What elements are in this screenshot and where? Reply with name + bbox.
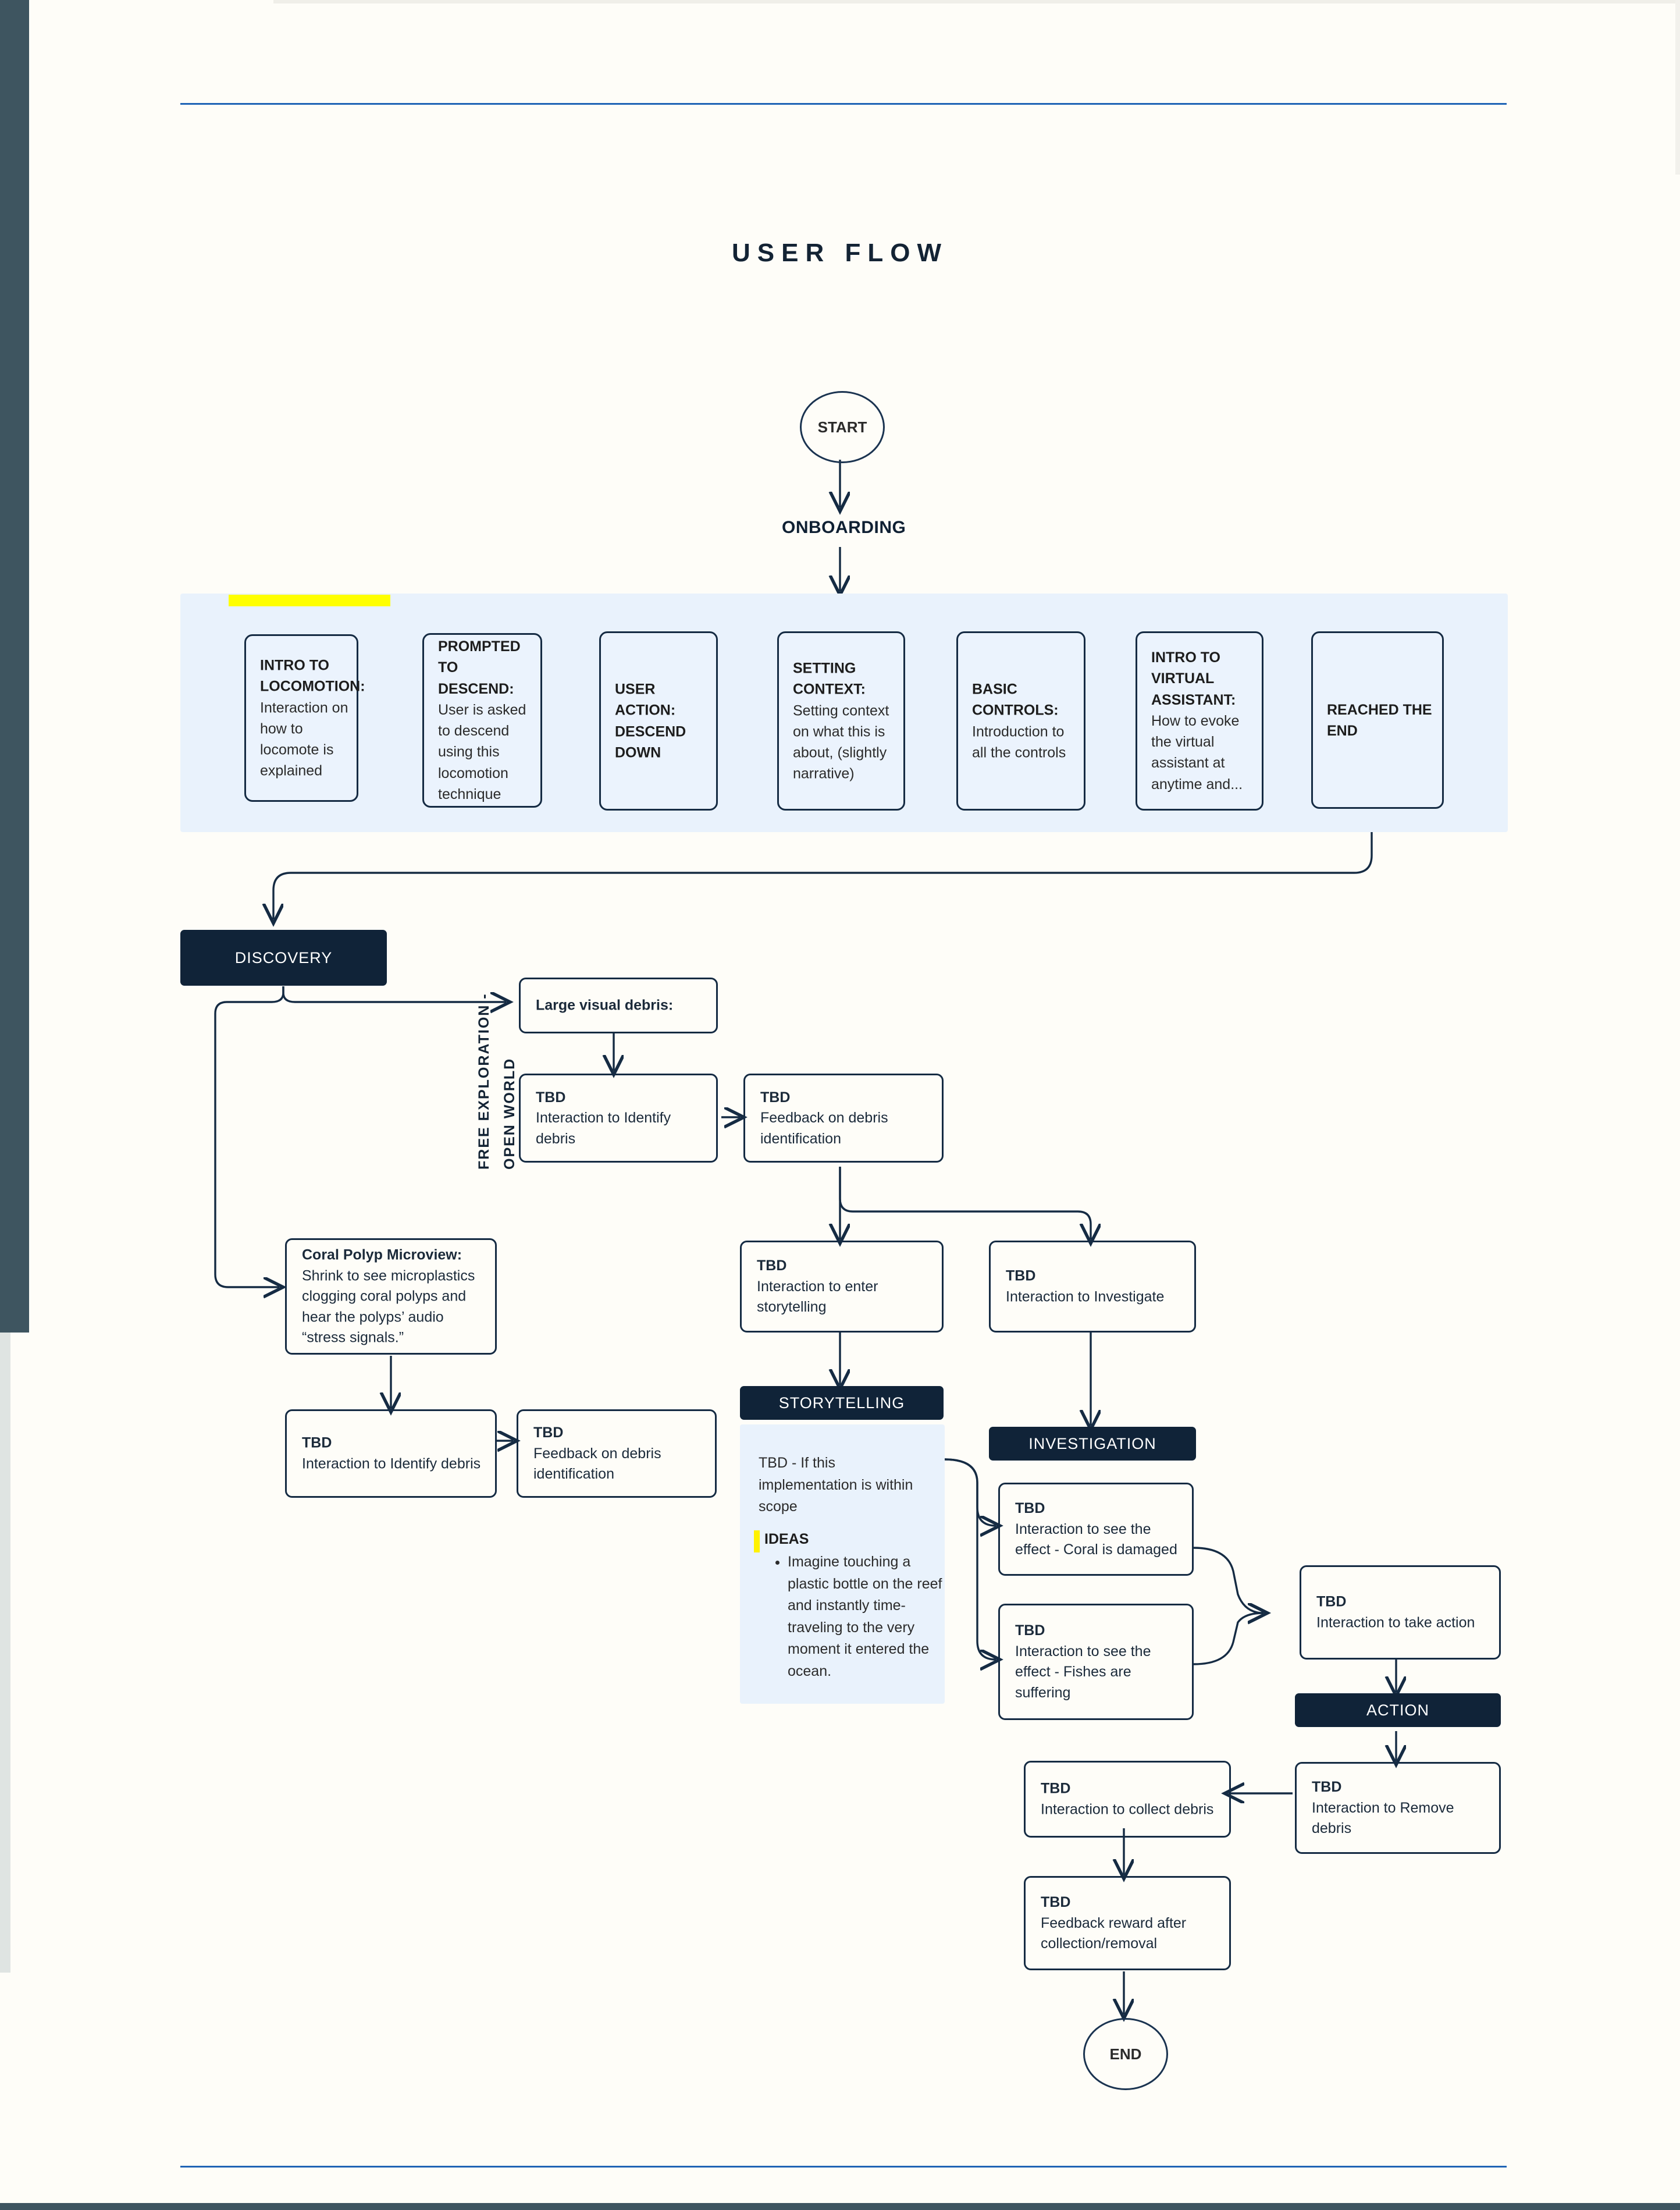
storytelling-panel: TBD - If this implementation is within s…	[740, 1424, 945, 1704]
node-title: TBD	[1006, 1267, 1036, 1284]
onboarding-card-intro-to-virtual-assistant[interactable]: INTRO TO VIRTUAL ASSISTANT: How to evoke…	[1136, 631, 1263, 811]
ideas-heading: IDEAS	[764, 1531, 809, 1547]
node-title: TBD	[1312, 1778, 1342, 1795]
footer-divider-rule	[180, 2166, 1507, 2168]
node-take-action[interactable]: TBD Interaction to take action	[1300, 1565, 1501, 1660]
stage-label-onboarding: ONBOARDING	[782, 518, 906, 537]
ideas-list: Imagine touching a plastic bottle on the…	[767, 1551, 953, 1682]
card-body: How to evoke the virtual assistant at an…	[1151, 712, 1243, 793]
onboarding-card-setting-context[interactable]: SETTING CONTEXT: Setting context on what…	[777, 631, 905, 811]
end-node-label: END	[1109, 2045, 1142, 2063]
node-body: Interaction to see the effect - Coral is…	[1015, 1520, 1177, 1558]
node-body: Feedback on debris identification	[760, 1109, 888, 1147]
node-title: TBD	[536, 1089, 566, 1106]
stage-banner-investigation[interactable]: INVESTIGATION	[989, 1427, 1196, 1461]
node-body: Feedback on debris identification	[533, 1445, 661, 1482]
node-identify-debris-top[interactable]: TBD Interaction to Identify debris	[519, 1074, 718, 1163]
node-body: Feedback reward after collection/removal	[1041, 1914, 1187, 1952]
node-body: Interaction to see the effect - Fishes a…	[1015, 1643, 1151, 1701]
node-title: TBD	[760, 1089, 791, 1106]
node-body: Shrink to see microplastics clogging cor…	[302, 1267, 475, 1346]
stage-banner-discovery[interactable]: DISCOVERY	[180, 930, 387, 986]
card-title: REACHED THE END	[1327, 701, 1432, 739]
page-left-edge-strip	[0, 0, 29, 1333]
end-node[interactable]: END	[1083, 2018, 1168, 2090]
free-exploration-label-line1: FREE EXPLORATION -	[476, 993, 492, 1170]
stage-banner-discovery-label: DISCOVERY	[234, 948, 333, 967]
stage-banner-action-label: ACTION	[1366, 1701, 1429, 1719]
onboarding-card-user-action-descend-down[interactable]: USER ACTION: DESCEND DOWN	[599, 631, 718, 811]
node-remove-debris[interactable]: TBD Interaction to Remove debris	[1295, 1762, 1501, 1854]
node-title: TBD	[757, 1257, 787, 1274]
node-body: Interaction to Investigate	[1006, 1288, 1165, 1305]
card-title: PROMPTED TO DESCEND:	[438, 638, 521, 697]
onboarding-card-prompted-to-descend[interactable]: PROMPTED TO DESCEND: User is asked to de…	[422, 633, 542, 808]
card-title: SETTING CONTEXT:	[793, 660, 866, 698]
free-exploration-label-line2: OPEN WORLD	[501, 1057, 518, 1170]
page-top-edge-strip	[273, 0, 1680, 3]
start-node[interactable]: START	[800, 391, 885, 463]
node-large-visual-debris[interactable]: Large visual debris:	[519, 978, 718, 1033]
stage-banner-storytelling[interactable]: STORYTELLING	[740, 1386, 944, 1420]
card-body: Setting context on what this is about, (…	[793, 702, 889, 782]
node-coral-polyp-microview[interactable]: Coral Polyp Microview: Shrink to see mic…	[285, 1238, 497, 1355]
node-body: Interaction to Remove debris	[1312, 1799, 1454, 1836]
node-title: TBD	[1316, 1593, 1347, 1610]
node-identify-debris-bottom[interactable]: TBD Interaction to Identify debris	[285, 1409, 497, 1498]
list-item: Imagine touching a plastic bottle on the…	[788, 1551, 953, 1682]
card-title: USER ACTION: DESCEND DOWN	[615, 681, 686, 761]
stage-banner-investigation-label: INVESTIGATION	[1028, 1434, 1156, 1452]
node-collect-debris[interactable]: TBD Interaction to collect debris	[1024, 1761, 1231, 1838]
page-title: USER FLOW	[732, 239, 948, 267]
node-body: Interaction to Identify debris	[536, 1109, 671, 1147]
stage-banner-action[interactable]: ACTION	[1295, 1693, 1501, 1727]
node-investigate[interactable]: TBD Interaction to Investigate	[989, 1241, 1196, 1333]
node-feedback-debris-top[interactable]: TBD Feedback on debris identification	[743, 1074, 944, 1163]
card-body: Interaction on how to locomote is explai…	[260, 699, 348, 779]
node-title: TBD	[1015, 1622, 1045, 1639]
storytelling-tbd-text: TBD - If this implementation is within s…	[759, 1455, 913, 1515]
node-title: Large visual debris:	[536, 997, 674, 1014]
page-left-edge-strip-lower	[0, 1333, 10, 1973]
node-body: Interaction to take action	[1316, 1614, 1475, 1630]
node-body: Interaction to Identify debris	[302, 1455, 481, 1472]
node-effect-coral-damaged[interactable]: TBD Interaction to see the effect - Cora…	[998, 1483, 1194, 1576]
node-title: Coral Polyp Microview:	[302, 1246, 462, 1263]
node-title: TBD	[1041, 1780, 1071, 1797]
page-bottom-edge-strip	[0, 2203, 1680, 2210]
node-title: TBD	[302, 1434, 332, 1451]
start-node-label: START	[817, 418, 867, 436]
node-title: TBD	[1041, 1893, 1071, 1910]
card-title: INTRO TO VIRTUAL ASSISTANT:	[1151, 649, 1236, 708]
onboarding-card-reached-the-end[interactable]: REACHED THE END	[1311, 631, 1444, 809]
page-right-edge-strip	[1675, 0, 1680, 175]
onboarding-card-basic-controls[interactable]: BASIC CONTROLS: Introduction to all the …	[956, 631, 1085, 811]
node-effect-fishes-suffering[interactable]: TBD Interaction to see the effect - Fish…	[998, 1604, 1194, 1720]
card-body: User is asked to descend using this loco…	[438, 701, 526, 802]
node-title: TBD	[1015, 1500, 1045, 1516]
node-title: TBD	[533, 1424, 564, 1441]
card-title: BASIC CONTROLS:	[972, 681, 1059, 719]
card-body: Introduction to all the controls	[972, 723, 1066, 761]
node-body: Interaction to enter storytelling	[757, 1278, 878, 1315]
node-body: Interaction to collect debris	[1041, 1801, 1214, 1817]
header-divider-rule	[180, 103, 1507, 105]
stage-banner-storytelling-label: STORYTELLING	[778, 1394, 905, 1412]
ideas-highlight-marker	[754, 1530, 760, 1552]
card-title: INTRO TO LOCOMOTION:	[260, 657, 365, 695]
onboarding-card-intro-to-locomotion[interactable]: INTRO TO LOCOMOTION: Interaction on how …	[244, 634, 365, 802]
node-feedback-debris-bottom[interactable]: TBD Feedback on debris identification	[517, 1409, 717, 1498]
onboarding-highlight-marker	[229, 595, 390, 606]
node-feedback-reward[interactable]: TBD Feedback reward after collection/rem…	[1024, 1876, 1231, 1970]
node-enter-storytelling[interactable]: TBD Interaction to enter storytelling	[740, 1241, 944, 1333]
